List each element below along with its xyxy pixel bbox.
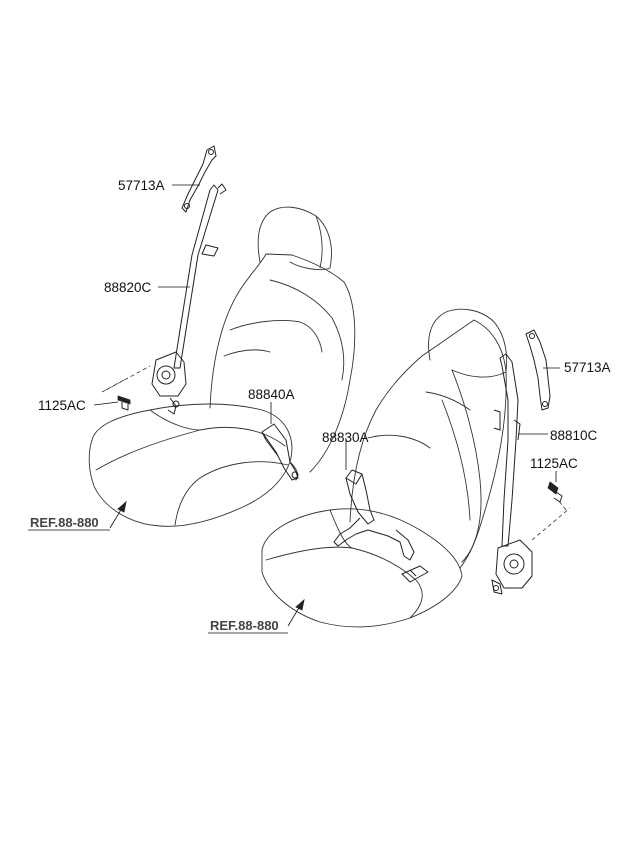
left-seat-belt-assembly [101, 145, 299, 481]
label-57713a-left: 57713A [118, 178, 165, 193]
leader-lines [28, 184, 560, 634]
label-ref-left: REF.88-880 [30, 515, 99, 530]
label-1125ac-right: 1125AC [530, 456, 578, 471]
right-seat-belt-assembly [333, 329, 571, 595]
label-88820c: 88820C [104, 280, 152, 295]
left-seat [88, 206, 356, 527]
label-88810c: 88810C [550, 428, 598, 443]
label-1125ac-left: 1125AC [38, 398, 86, 413]
label-88840a: 88840A [248, 387, 295, 402]
label-57713a-right: 57713A [564, 360, 611, 375]
label-88830a: 88830A [322, 430, 369, 445]
part-labels: 57713A 88820C 1125AC REF.88-880 88840A 8… [30, 178, 611, 633]
right-seat [261, 308, 508, 628]
label-ref-right: REF.88-880 [210, 618, 279, 633]
